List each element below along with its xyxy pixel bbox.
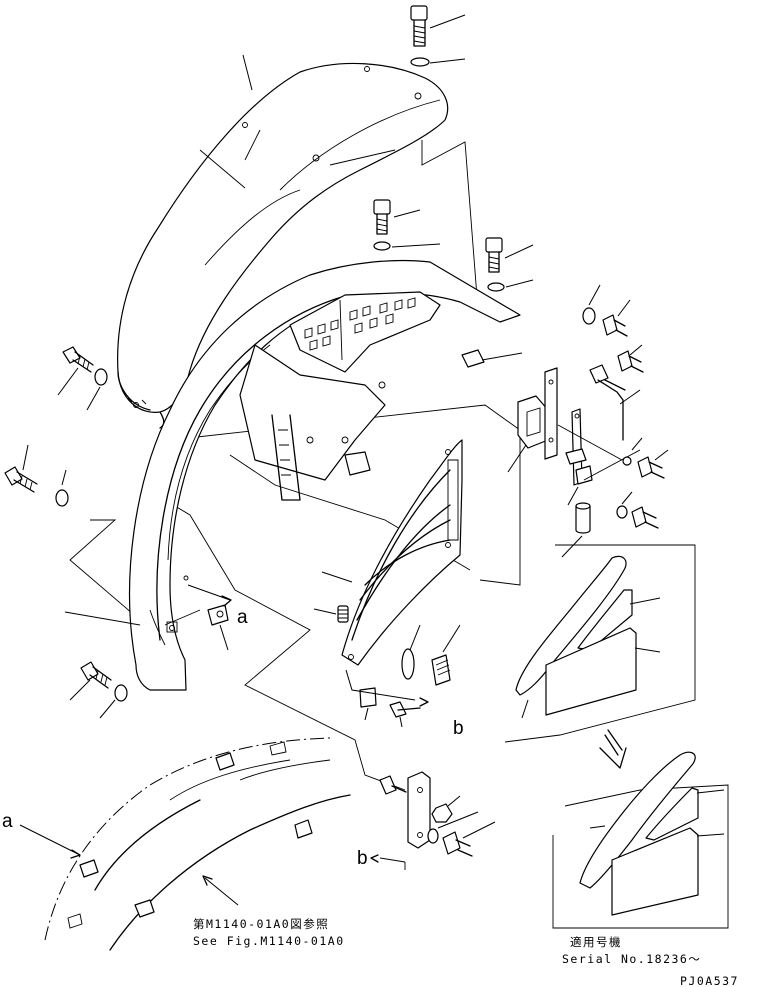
spring-pin — [337, 605, 349, 623]
nut-hex — [431, 803, 453, 823]
left-bolt-2 — [4, 466, 38, 493]
drawing-code: PJ0A537 — [680, 974, 739, 987]
bolt-b — [442, 831, 473, 857]
detail-a — [44, 737, 351, 951]
hinge-plate — [517, 367, 558, 460]
right-bolt-4 — [631, 506, 659, 529]
callout-b-main: b — [453, 718, 464, 739]
fender-brace — [239, 344, 386, 501]
lock-bracket — [589, 364, 626, 441]
hinge-spring — [431, 654, 451, 686]
callout-a-detail: a — [2, 811, 13, 832]
latch-piece — [461, 349, 485, 368]
right-bolt-1 — [602, 314, 628, 337]
pad-group-new — [579, 751, 699, 916]
top-washer — [410, 57, 430, 67]
nut-b — [379, 775, 407, 795]
side-panel — [341, 439, 463, 666]
mid-bolt-1 — [373, 199, 391, 235]
serial-label-jp: 適用号機 — [570, 935, 622, 949]
callout-b-detail: b — [357, 848, 368, 869]
left-bolt-1 — [62, 346, 94, 373]
clip-a — [207, 604, 229, 626]
mid-bolt-2 — [485, 237, 503, 273]
top-bolt — [410, 5, 428, 47]
perforated-plate — [289, 291, 441, 373]
bracket-b — [407, 771, 431, 849]
right-bolt-3 — [637, 456, 665, 479]
top-cover — [117, 62, 449, 429]
latch-arm — [565, 408, 593, 486]
see-fig-en: See Fig.M1140-01A0 — [193, 934, 345, 948]
gasket — [401, 648, 415, 680]
pad-group — [515, 555, 637, 716]
spacer-collar — [575, 502, 591, 534]
serial-label-en: Serial No.18236～ — [562, 952, 701, 966]
right-bolt-2 — [617, 350, 644, 373]
callout-a-main: a — [237, 607, 248, 628]
see-fig-jp: 第M1140-01A0図参照 — [193, 917, 329, 931]
left-bolt-3 — [80, 661, 112, 689]
